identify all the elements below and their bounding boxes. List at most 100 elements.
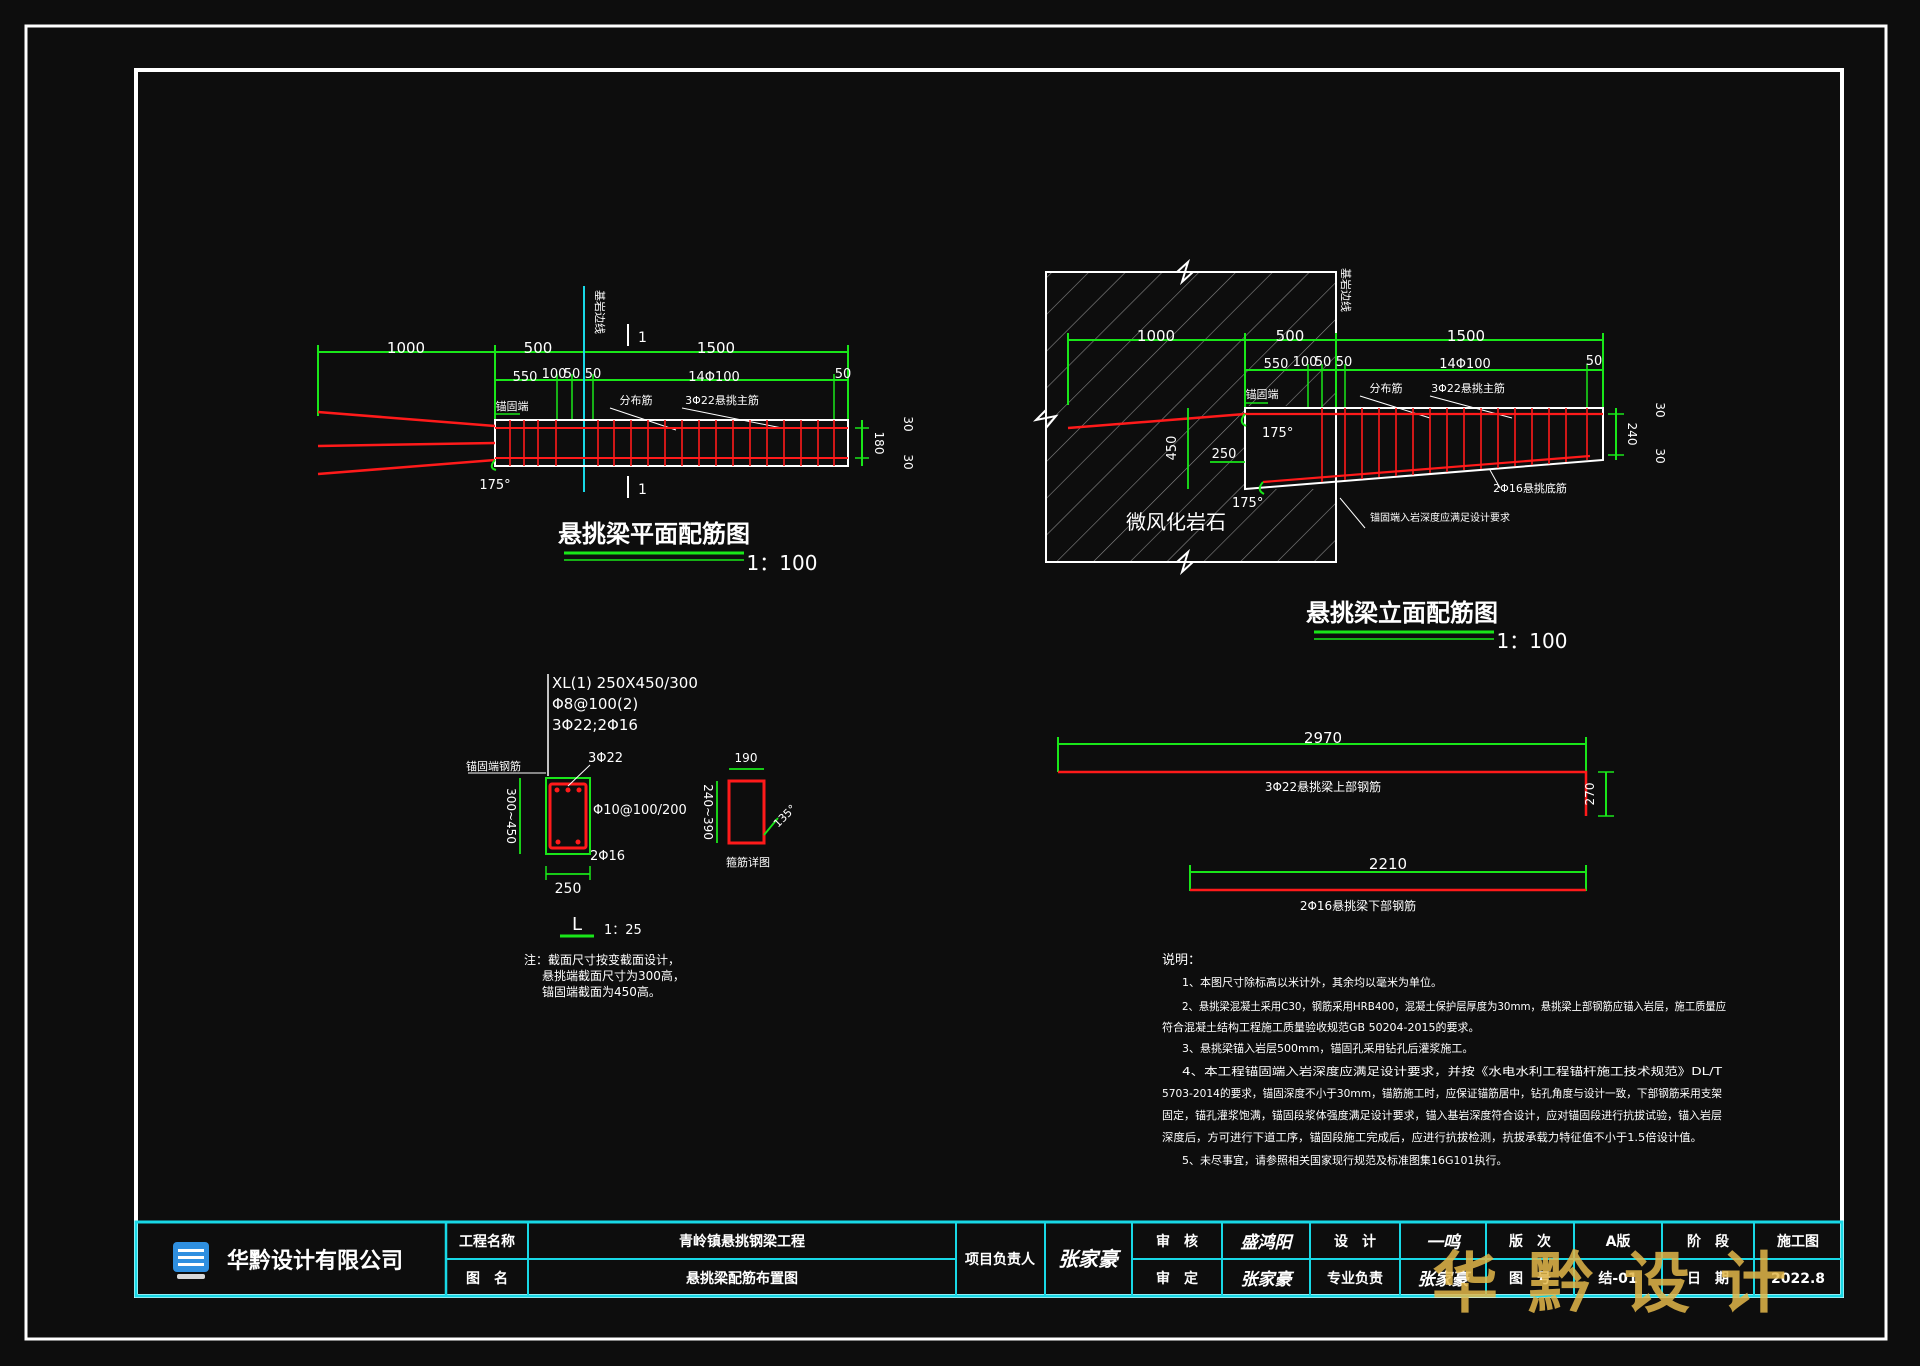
plan-dim-500: 500 bbox=[524, 339, 553, 357]
elevation-axis-label: 基岩边线 bbox=[1339, 268, 1353, 312]
section-view: XL(1) 250X450/300 Φ8@100(2) 3Φ22;2Φ16 锚固… bbox=[466, 674, 799, 999]
tb-lead-signature: 张家豪 bbox=[1058, 1247, 1122, 1271]
section-spec-line-1: XL(1) 250X450/300 bbox=[552, 674, 698, 692]
plan-label-anchor: 锚固端 bbox=[496, 399, 529, 413]
section-note-3: 锚固端截面为450高。 bbox=[542, 984, 661, 999]
tb-review-signature: 盛鸿阳 bbox=[1241, 1233, 1295, 1253]
plan-title: 悬挑梁平面配筋图 bbox=[558, 520, 750, 548]
elevation-right-dim-240: 240 bbox=[1625, 423, 1639, 446]
elevation-subdim-50a: 50 bbox=[1315, 355, 1332, 370]
section-small-height: 240~390 bbox=[701, 784, 715, 840]
elevation-left-dim-250: 250 bbox=[1212, 447, 1237, 462]
section-label-top: 3Φ22 bbox=[588, 751, 623, 766]
elevation-label-anchor: 锚固端 bbox=[1246, 387, 1279, 401]
bar1-label: 3Φ22悬挑梁上部钢筋 bbox=[1265, 779, 1381, 794]
notes-line-7: 固定，锚孔灌浆饱满，锚固段浆体强度满足设计要求，锚入基岩深度符合设计，应对锚固段… bbox=[1162, 1108, 1722, 1122]
section-small-label: 箍筋详图 bbox=[726, 855, 770, 869]
plan-view: 1000 500 1500 550 100 50 50 14Φ100 50 锚固… bbox=[317, 286, 915, 575]
elevation-dim-500: 500 bbox=[1276, 327, 1305, 345]
notes-line-2: 2、悬挑梁混凝土采用C30，钢筋采用HRB400，混凝土保护层厚度为30mm，悬… bbox=[1182, 999, 1726, 1013]
section-label-stirrup: Φ10@100/200 bbox=[593, 803, 687, 818]
tb-design-label: 设 计 bbox=[1334, 1233, 1376, 1250]
elevation-view: 微风化岩石 基岩边线 1000 500 1500 550 100 50 50 1… bbox=[1032, 258, 1667, 653]
elevation-rock-label: 微风化岩石 bbox=[1126, 510, 1226, 534]
elevation-subdim-100: 100 bbox=[1293, 355, 1318, 370]
tb-drawing-name: 悬挑梁配筋布置图 bbox=[685, 1270, 798, 1287]
notes-line-9: 5、未尽事宜，请参照相关国家现行规范及标准图集16G101执行。 bbox=[1182, 1153, 1508, 1167]
notes-line-4: 3、悬挑梁锚入岩层500mm，锚固孔采用钻孔后灌浆施工。 bbox=[1182, 1041, 1473, 1055]
elevation-subdim-stirrups: 14Φ100 bbox=[1439, 357, 1491, 372]
notes-line-1: 1、本图尺寸除标高以米计外，其余均以毫米为单位。 bbox=[1182, 975, 1442, 989]
notes-line-8: 深度后，方可进行下道工序，锚固段施工完成后，应进行抗拔检测，抗拔承载力特征值不小… bbox=[1162, 1130, 1702, 1144]
tb-pro-signature: 张家豪 bbox=[1418, 1270, 1472, 1290]
section-note-2: 悬挑端截面尺寸为300高， bbox=[542, 968, 685, 983]
elevation-right-dim-30a: 30 bbox=[1653, 402, 1667, 417]
plan-subdim-50c: 50 bbox=[835, 367, 852, 382]
brand-watermark: 华黔设计 bbox=[1432, 1245, 1816, 1322]
tb-approve-signature: 张家豪 bbox=[1241, 1270, 1295, 1290]
company-name: 华黔设计有限公司 bbox=[227, 1248, 403, 1274]
tb-number-label: 图 号 bbox=[1509, 1271, 1551, 1287]
plan-dim-1500: 1500 bbox=[697, 339, 735, 357]
section-spec-line-2: Φ8@100(2) bbox=[552, 695, 638, 713]
general-notes: 说明： 1、本图尺寸除标高以米计外，其余均以毫米为单位。 2、悬挑梁混凝土采用C… bbox=[1162, 953, 1726, 1167]
section-scale: 1：25 bbox=[604, 923, 642, 938]
plan-dim-1000: 1000 bbox=[387, 339, 425, 357]
plan-angle-label: 175° bbox=[479, 478, 510, 493]
tb-stage-value: 施工图 bbox=[1777, 1233, 1819, 1250]
elevation-left-dim-450: 450 bbox=[1165, 436, 1180, 461]
section-label-left: 锚固端钢筋 bbox=[466, 759, 521, 773]
notes-line-5: 4、本工程锚固端入岩深度应满足设计要求，并按《水电水利工程锚杆施工技术规范》DL… bbox=[1182, 1064, 1722, 1078]
elevation-subdim-50b: 50 bbox=[1336, 355, 1353, 370]
elevation-label-main: 3Φ22悬挑主筋 bbox=[1431, 381, 1505, 395]
tb-drawing-label: 图 名 bbox=[466, 1270, 508, 1287]
elevation-subdim-50c: 50 bbox=[1586, 354, 1603, 369]
bar2-label: 2Φ16悬挑梁下部钢筋 bbox=[1300, 898, 1416, 913]
elevation-label-bottom-bar: 2Φ16悬挑底筋 bbox=[1493, 481, 1567, 495]
outer-frame bbox=[24, 24, 1888, 1341]
section-label-bottom: 2Φ16 bbox=[590, 849, 625, 864]
plan-subdim-stirrups: 14Φ100 bbox=[688, 370, 740, 385]
plan-label-main: 3Φ22悬挑主筋 bbox=[685, 393, 759, 407]
tb-edition-value: A版 bbox=[1606, 1233, 1631, 1250]
plan-right-dim-30b: 30 bbox=[901, 454, 915, 469]
elevation-title: 悬挑梁立面配筋图 bbox=[1306, 599, 1498, 627]
tb-project-name: 青岭镇悬挑钢梁工程 bbox=[679, 1233, 805, 1250]
plan-right-dim-180: 180 bbox=[872, 432, 886, 455]
notes-heading: 说明： bbox=[1162, 953, 1201, 968]
tb-stage-label: 阶 段 bbox=[1687, 1233, 1729, 1250]
plan-label-dist: 分布筋 bbox=[620, 393, 653, 407]
plan-axis-label: 基岩边线 bbox=[593, 290, 607, 334]
rebar-details: 2970 3Φ22悬挑梁上部钢筋 270 2210 2Φ16悬挑梁下部钢筋 bbox=[1057, 729, 1614, 913]
tb-number-value: 结-01 bbox=[1598, 1270, 1637, 1287]
tb-approve-label: 审 定 bbox=[1156, 1270, 1198, 1287]
tb-date-value: 2022.8 bbox=[1771, 1271, 1825, 1287]
plan-subdim-100: 100 bbox=[542, 367, 567, 382]
notes-line-6: 5703-2014的要求，锚固深度不小于30mm，锚筋施工时，应保证锚筋居中，钻… bbox=[1162, 1086, 1722, 1100]
plan-section-mark-top: 1 bbox=[638, 330, 647, 346]
plan-scale: 1：100 bbox=[747, 551, 818, 575]
elevation-right-dim-30b: 30 bbox=[1653, 448, 1667, 463]
bar2-length: 2210 bbox=[1369, 855, 1407, 873]
tb-design-signature: 一鸣 bbox=[1426, 1233, 1462, 1253]
plan-subdim-550: 550 bbox=[513, 370, 538, 385]
elevation-dim-1500: 1500 bbox=[1447, 327, 1485, 345]
plan-subdim-50a: 50 bbox=[564, 367, 581, 382]
elevation-angle-top: 175° bbox=[1262, 426, 1293, 441]
section-height-dim: 300~450 bbox=[504, 788, 518, 844]
tb-edition-label: 版 次 bbox=[1509, 1233, 1551, 1250]
elevation-note: 锚固端入岩深度应满足设计要求 bbox=[1370, 511, 1510, 524]
plan-right-dim-30a: 30 bbox=[901, 416, 915, 431]
section-spec-line-3: 3Φ22;2Φ16 bbox=[552, 716, 638, 734]
plan-section-mark-bottom: 1 bbox=[638, 482, 647, 498]
section-small-width: 190 bbox=[735, 751, 758, 765]
elevation-scale: 1：100 bbox=[1497, 629, 1568, 653]
tb-lead-label: 项目负责人 bbox=[965, 1251, 1036, 1268]
company-logo-icon bbox=[173, 1242, 209, 1279]
section-mark: L bbox=[572, 914, 582, 935]
bar1-hook: 270 bbox=[1583, 783, 1597, 806]
title-block: 华黔设计有限公司 工程名称 图 名 青岭镇悬挑钢梁工程 悬挑梁配筋布置图 项目负… bbox=[134, 1220, 1844, 1298]
elevation-subdim-550: 550 bbox=[1264, 357, 1289, 372]
